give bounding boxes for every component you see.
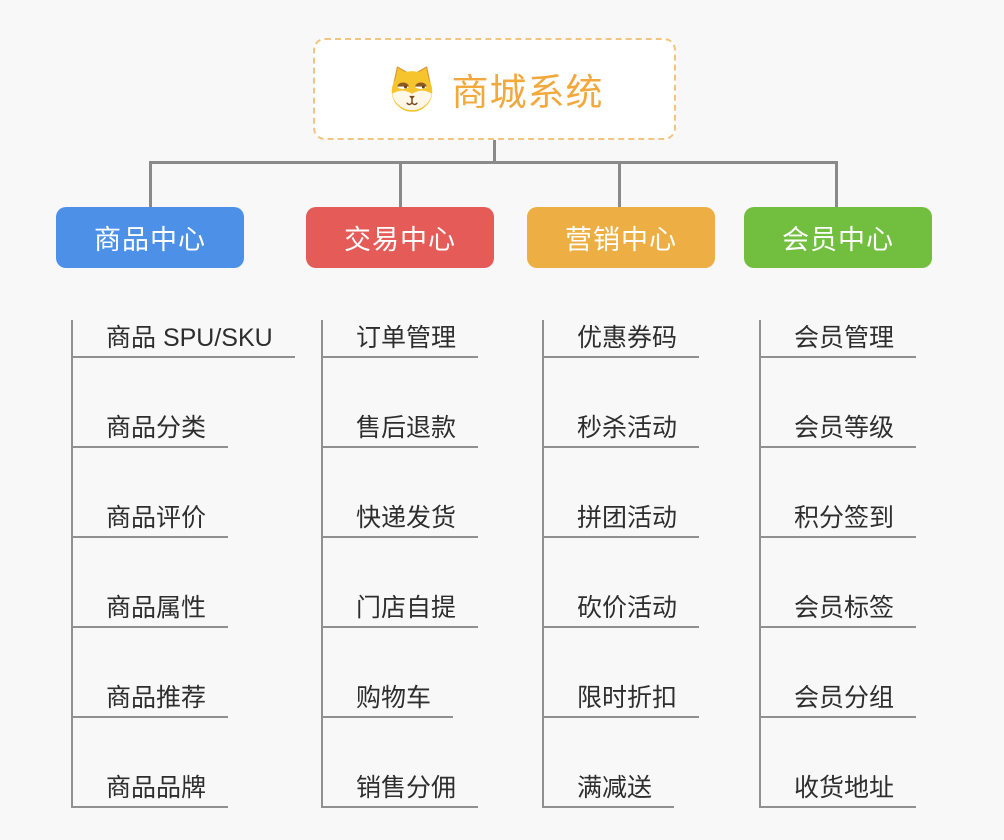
branch-label: 营销中心 (565, 225, 677, 255)
branch-node[interactable]: 交易中心 (306, 207, 494, 268)
child-topic[interactable]: 会员分组 (761, 680, 917, 718)
branch-node[interactable]: 会员中心 (744, 207, 932, 268)
branch-column: 会员中心 会员管理会员等级积分签到会员标签会员分组收货地址 (744, 207, 932, 808)
branch-column: 交易中心 订单管理售后退款快递发货门店自提购物车销售分佣 (306, 207, 494, 808)
child-topic[interactable]: 商品分类 (73, 410, 229, 448)
branch-label: 商品中心 (94, 225, 206, 255)
branch-label: 会员中心 (782, 225, 894, 255)
child-topic[interactable]: 积分签到 (761, 500, 917, 538)
child-topic[interactable]: 会员标签 (761, 590, 917, 628)
child-topic[interactable]: 销售分佣 (323, 770, 479, 808)
child-topic[interactable]: 限时折扣 (544, 680, 700, 718)
connector-drop-1 (149, 161, 152, 208)
child-topic[interactable]: 商品属性 (73, 590, 229, 628)
branch-column: 商品中心 商品 SPU/SKU 商品分类商品评价商品属性商品推荐商品品牌 (56, 207, 295, 808)
child-topic[interactable]: 订单管理 (323, 320, 479, 358)
child-topic[interactable]: 砍价活动 (544, 590, 700, 628)
branch-children: 会员管理会员等级积分签到会员标签会员分组收货地址 (759, 320, 932, 808)
child-topic[interactable]: 优惠券码 (544, 320, 700, 358)
branch-node[interactable]: 营销中心 (527, 207, 715, 268)
eye-left (396, 82, 409, 89)
branch-label: 交易中心 (344, 225, 456, 255)
root-topic[interactable]: 商城系统 (313, 38, 676, 140)
child-topic[interactable]: 会员管理 (761, 320, 917, 358)
child-topic[interactable]: 门店自提 (323, 590, 479, 628)
connector-rail (149, 161, 837, 164)
eye-right (414, 82, 427, 89)
child-topic[interactable]: 满减送 (544, 770, 675, 808)
branch-children: 商品 SPU/SKU 商品分类商品评价商品属性商品推荐商品品牌 (71, 320, 295, 808)
child-topic[interactable]: 商品评价 (73, 500, 229, 538)
connector-drop-4 (835, 161, 838, 208)
child-topic[interactable]: 售后退款 (323, 410, 479, 448)
connector-trunk (493, 140, 496, 163)
child-topic[interactable]: 快递发货 (323, 500, 479, 538)
dog-mascot-icon (391, 66, 432, 112)
root-title: 商城系统 (451, 72, 604, 113)
connector-drop-2 (399, 161, 402, 208)
branch-children: 订单管理售后退款快递发货门店自提购物车销售分佣 (321, 320, 494, 808)
branch-column: 营销中心 优惠券码秒杀活动拼团活动砍价活动限时折扣满减送 (527, 207, 715, 808)
branch-children: 优惠券码秒杀活动拼团活动砍价活动限时折扣满减送 (542, 320, 715, 808)
child-topic[interactable]: 拼团活动 (544, 500, 700, 538)
child-topic[interactable]: 收货地址 (761, 770, 917, 808)
child-topic[interactable]: 商品推荐 (73, 680, 229, 718)
child-topic[interactable]: 秒杀活动 (544, 410, 700, 448)
child-topic[interactable]: 购物车 (323, 680, 454, 718)
branch-node[interactable]: 商品中心 (56, 207, 244, 268)
child-topic[interactable]: 商品品牌 (73, 770, 229, 808)
child-topic[interactable]: 会员等级 (761, 410, 917, 448)
connector-drop-3 (618, 161, 621, 208)
child-topic[interactable]: 商品 SPU/SKU (73, 320, 295, 358)
